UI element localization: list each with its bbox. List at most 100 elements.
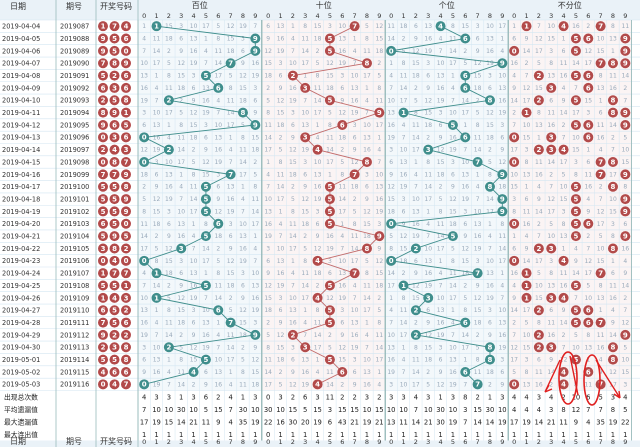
- miss-value: 19: [449, 147, 457, 154]
- row-period: 2019090: [60, 60, 89, 68]
- miss-value: 3: [192, 73, 196, 80]
- miss-value: 11: [584, 381, 592, 388]
- miss-value: 16: [153, 369, 161, 376]
- miss-value: 14: [177, 381, 185, 388]
- stat-value: 21: [547, 419, 556, 427]
- miss-value: 16: [547, 332, 555, 339]
- miss-value: 19: [227, 208, 235, 215]
- draw-ball-num: 5: [101, 282, 106, 290]
- miss-value: 3: [451, 159, 455, 166]
- miss-value: 11: [560, 270, 568, 277]
- miss-value: 10: [584, 295, 592, 302]
- unsorted-ball: [533, 342, 544, 353]
- miss-value: 10: [449, 344, 457, 351]
- miss-value: 19: [264, 233, 272, 240]
- draw-ball: [98, 132, 108, 143]
- miss-value: 18: [252, 381, 260, 388]
- miss-value: 17: [412, 147, 420, 154]
- miss-value: 1: [179, 171, 183, 178]
- miss-value: 3: [476, 23, 480, 30]
- miss-value: 17: [510, 147, 518, 154]
- miss-value: 6: [549, 307, 553, 314]
- miss-value: 7: [476, 196, 480, 203]
- miss-value: 12: [461, 245, 469, 252]
- miss-value: 13: [547, 283, 555, 290]
- draw-ball: [98, 231, 108, 242]
- miss-value: 8: [537, 110, 541, 117]
- miss-value: 11: [424, 171, 432, 178]
- trend-ball: [312, 292, 323, 303]
- footer-digit: 2: [167, 438, 171, 446]
- miss-value: 10: [301, 110, 309, 117]
- draw-ball: [121, 280, 131, 291]
- unsorted-ball: [558, 144, 569, 155]
- trend-ball-num: 8: [241, 109, 246, 117]
- miss-value: 13: [351, 85, 359, 92]
- trend-ball: [484, 354, 495, 365]
- miss-value: 6: [439, 357, 443, 364]
- row-period: 2019098: [60, 158, 89, 166]
- miss-value: 4: [611, 307, 615, 314]
- miss-value: 2: [463, 48, 467, 55]
- row-period: 2019097: [60, 146, 89, 154]
- miss-value: 9: [562, 307, 566, 314]
- footer-digit: 3: [549, 438, 553, 446]
- trend-ball-num: 7: [475, 158, 480, 166]
- miss-value: 16: [214, 381, 222, 388]
- trend-ball-num: 5: [327, 183, 332, 191]
- trend-ball: [361, 157, 372, 168]
- stat-value: 6: [586, 394, 590, 402]
- miss-value: 5: [402, 48, 406, 55]
- draw-ball-num: 5: [112, 307, 117, 315]
- miss-value: 18: [486, 369, 494, 376]
- miss-value: 11: [277, 171, 285, 178]
- draw-ball: [121, 329, 131, 340]
- footer-digit: 3: [303, 438, 307, 446]
- miss-value: 14: [363, 295, 371, 302]
- draw-ball: [109, 268, 120, 279]
- draw-ball: [109, 354, 120, 365]
- miss-value: 16: [474, 233, 482, 240]
- footer-digit: 6: [463, 438, 467, 446]
- stat-value: 1: [537, 431, 541, 439]
- miss-value: 6: [365, 184, 369, 191]
- miss-value: 9: [623, 270, 627, 277]
- miss-value: 11: [363, 48, 371, 55]
- miss-value: 7: [402, 369, 406, 376]
- draw-ball: [109, 305, 120, 316]
- miss-value: 12: [177, 60, 185, 67]
- miss-value: 1: [463, 357, 467, 364]
- miss-value: 19: [351, 110, 359, 117]
- row-period: 2019107: [60, 270, 89, 278]
- draw-ball-num: 6: [124, 84, 129, 92]
- miss-value: 13: [486, 270, 494, 277]
- miss-value: 3: [525, 357, 529, 364]
- unsorted-ball: [607, 95, 618, 106]
- miss-value: 10: [499, 307, 507, 314]
- miss-value: 12: [400, 233, 408, 240]
- stat-value: 3: [451, 394, 455, 402]
- trend-ball-num: 9: [253, 331, 258, 339]
- annotation-arrow: [544, 359, 561, 393]
- miss-value: 10: [474, 208, 482, 215]
- miss-value: 14: [572, 270, 580, 277]
- stat-value: 3: [191, 394, 195, 402]
- miss-value: 6: [167, 221, 171, 228]
- stat-value: 1: [598, 431, 602, 439]
- miss-value: 16: [535, 171, 543, 178]
- unsorted-ball-num: 1: [524, 294, 529, 302]
- unsorted-ball-num: 8: [611, 109, 616, 117]
- unsorted-ball-num: 7: [598, 23, 603, 31]
- miss-value: 2: [439, 184, 443, 191]
- miss-value: 1: [204, 36, 208, 43]
- unsorted-ball: [607, 107, 618, 118]
- stat-value: 9: [216, 419, 220, 427]
- miss-value: 2: [463, 283, 467, 290]
- stat-value: 1: [278, 431, 282, 439]
- miss-value: 18: [338, 134, 346, 141]
- miss-value: 5: [253, 171, 257, 178]
- unsorted-ball: [595, 268, 606, 279]
- stat-value: 1: [488, 394, 492, 402]
- row-date: 2019-04-22: [2, 245, 40, 253]
- miss-value: 9: [463, 233, 467, 240]
